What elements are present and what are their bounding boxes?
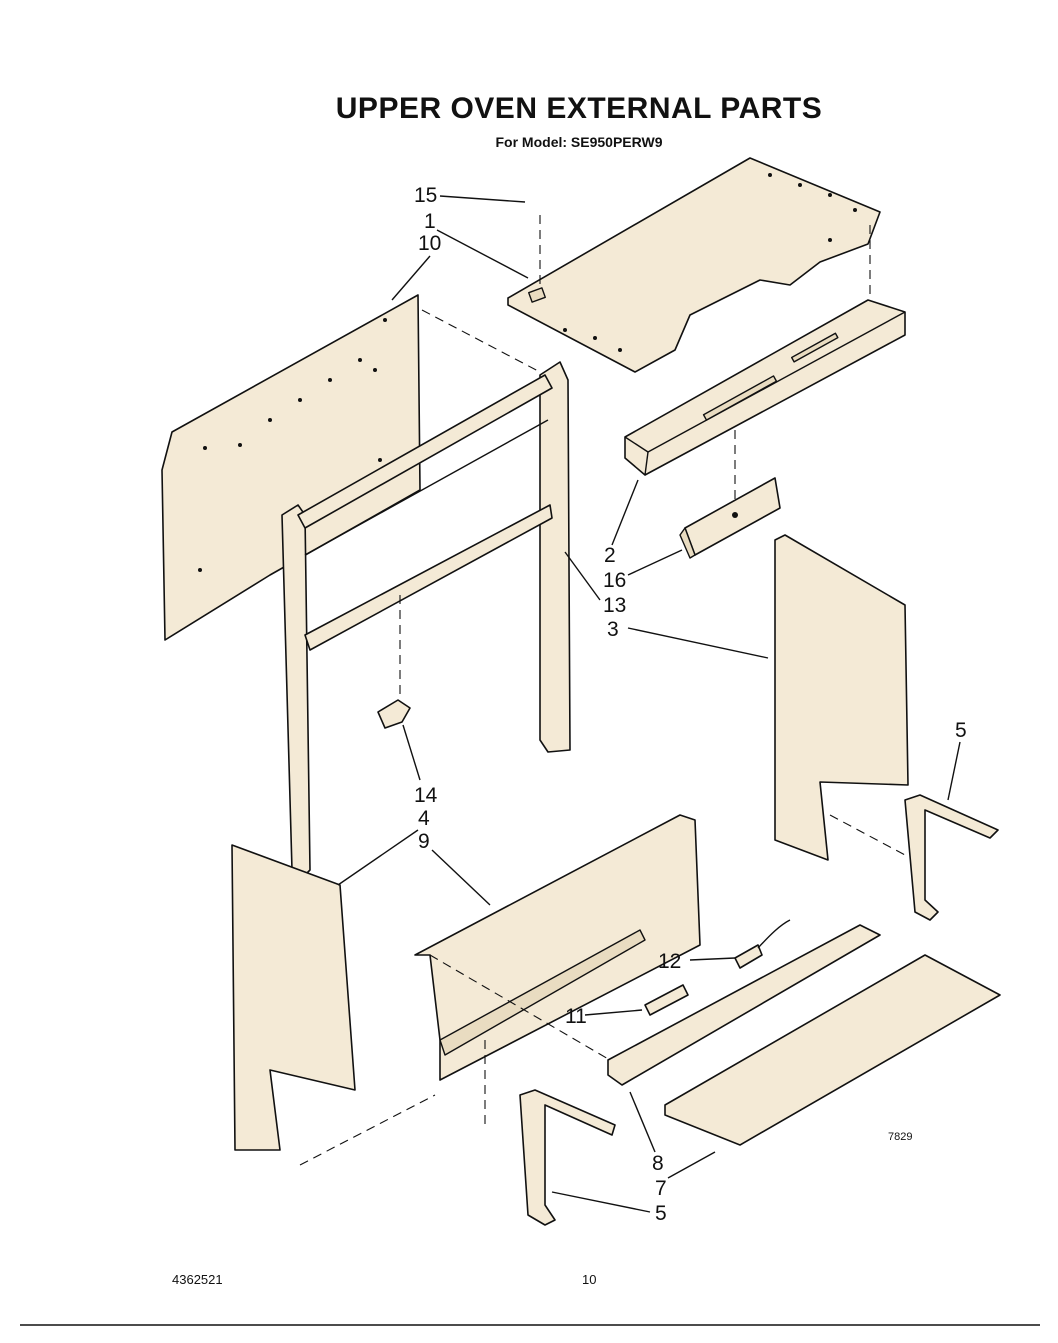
- callout-9: 9: [418, 830, 430, 853]
- model-subtitle: For Model: SE950PERW9: [495, 134, 663, 150]
- part-11-pin: [644, 984, 689, 1016]
- callout-1: 1: [424, 210, 436, 233]
- part-5-right-bracket: [904, 794, 999, 921]
- callout-13: 13: [603, 594, 626, 617]
- callout-5-right: 5: [955, 719, 967, 742]
- part-2-rail-bracket: [624, 299, 906, 476]
- callout-11: 11: [565, 1005, 587, 1028]
- part-1-top-panel: [507, 157, 881, 373]
- part-5-left-bracket: [519, 1089, 616, 1226]
- callout-10: 10: [418, 232, 441, 255]
- part-4-left-side-panel: [231, 844, 356, 1151]
- callout-8: 8: [652, 1152, 664, 1175]
- assembly-dash-lines: [299, 215, 906, 1166]
- drawing-code: 7829: [888, 1131, 912, 1143]
- part-9-bottom-tray: [414, 814, 701, 1081]
- part-16-small-bracket: [679, 477, 781, 559]
- callout-labels: 15 1 10 2 16 13 3 5 14 4 9 12 11 8 7 5: [414, 184, 967, 1225]
- callout-14: 14: [414, 784, 438, 807]
- callout-7: 7: [655, 1177, 667, 1200]
- part-14-clip: [377, 699, 411, 729]
- callout-16: 16: [603, 569, 626, 592]
- callout-15: 15: [414, 184, 437, 207]
- doc-number: 4362521: [172, 1272, 223, 1287]
- diagram-title: UPPER OVEN EXTERNAL PARTS: [335, 92, 823, 125]
- page-number: 10: [582, 1272, 597, 1287]
- callout-2: 2: [604, 544, 616, 567]
- callout-leaders: [337, 195, 961, 1213]
- callout-3: 3: [607, 618, 619, 641]
- callout-4: 4: [418, 807, 430, 830]
- part-10-left-panel: [161, 294, 421, 641]
- callout-12: 12: [658, 950, 681, 973]
- part-12-sensor: [734, 919, 791, 969]
- part-8-trim-strip: [607, 924, 881, 1086]
- part-3-right-side-panel: [774, 534, 909, 861]
- part-7-lower-tray: [664, 954, 1001, 1146]
- callout-5-left: 5: [655, 1202, 667, 1225]
- part-13-frame: [281, 361, 571, 881]
